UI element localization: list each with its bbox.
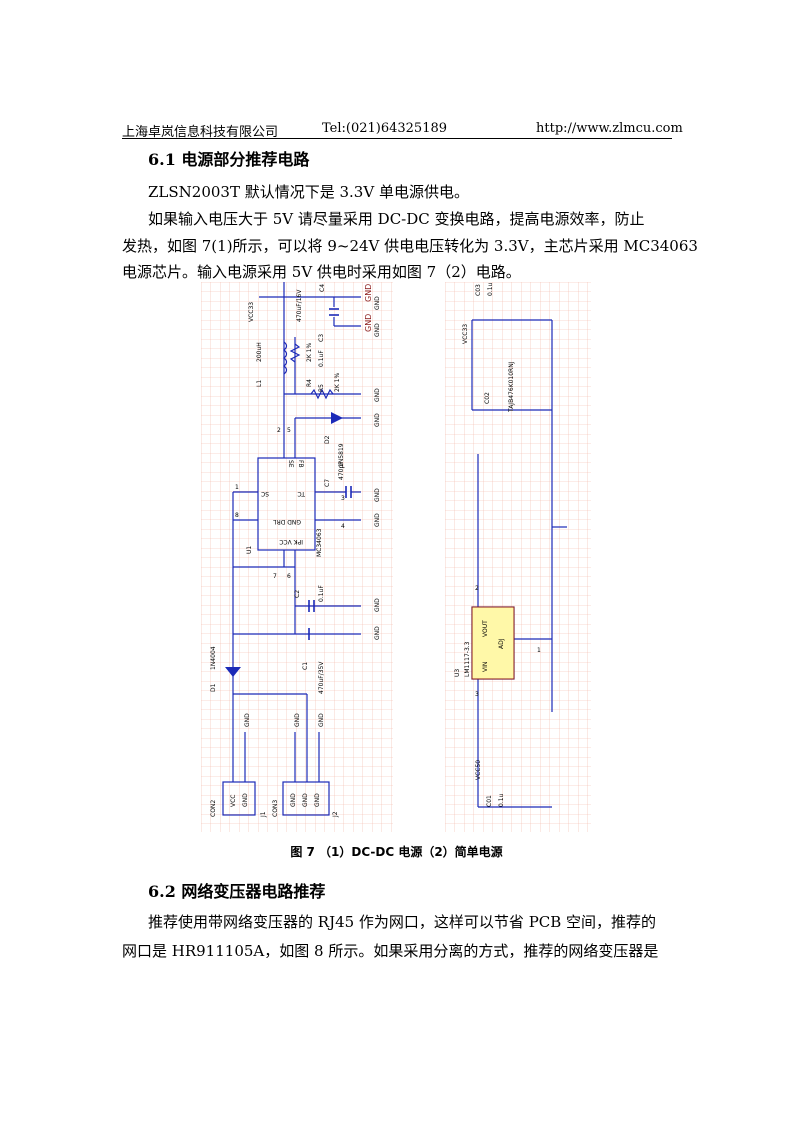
svg-text:R4: R4 xyxy=(306,379,313,387)
section-title: 6.2 网络变压器电路推荐 xyxy=(148,882,326,901)
svg-text:GND: GND xyxy=(374,323,381,337)
svg-text:VCC33: VCC33 xyxy=(462,324,469,344)
svg-text:470pF: 470pF xyxy=(338,461,345,480)
svg-text:GND: GND xyxy=(318,713,325,727)
svg-text:GND: GND xyxy=(374,296,381,310)
svg-text:VOUT: VOUT xyxy=(482,620,489,637)
svg-text:C4: C4 xyxy=(319,284,326,292)
svg-text:U1: U1 xyxy=(246,546,253,554)
svg-text:U3: U3 xyxy=(454,669,461,677)
svg-text:2K 1%: 2K 1% xyxy=(306,343,313,362)
svg-text:3: 3 xyxy=(341,495,345,502)
svg-text:J1: J1 xyxy=(260,811,267,818)
svg-text:1N4004: 1N4004 xyxy=(210,646,217,670)
schematic-dcdc: GND GND VCC33 C4 470uF/16V GND GND L1 20… xyxy=(201,282,393,832)
svg-text:C3: C3 xyxy=(318,334,325,342)
svg-text:0.1u: 0.1u xyxy=(498,793,505,807)
svg-text:C7: C7 xyxy=(324,479,331,487)
svg-text:GND: GND xyxy=(374,626,381,640)
svg-text:2: 2 xyxy=(475,585,479,592)
svg-text:C03: C03 xyxy=(475,284,482,296)
svg-text:GND: GND xyxy=(374,388,381,402)
svg-text:C1: C1 xyxy=(302,662,309,670)
paragraph-line: ZLSN2003T 默认情况下是 3.3V 单电源供电。 xyxy=(148,183,469,201)
svg-text:ADJ: ADJ xyxy=(498,638,505,649)
figure-caption: 图 7 （1）DC-DC 电源（2）简单电源 xyxy=(290,845,503,859)
svg-text:8: 8 xyxy=(235,512,239,519)
paragraph-line: 如果输入电压大于 5V 请尽量采用 DC-DC 变换电路，提高电源效率，防止 xyxy=(148,210,645,228)
header-url: http://www.zlmcu.com xyxy=(536,121,683,136)
svg-text:GND: GND xyxy=(302,793,309,807)
svg-text:GND DRL: GND DRL xyxy=(273,518,301,525)
svg-text:MC34063: MC34063 xyxy=(316,528,323,557)
svg-text:GND: GND xyxy=(374,598,381,612)
svg-text:FB: FB xyxy=(297,460,304,468)
svg-text:5: 5 xyxy=(287,427,291,434)
svg-text:C01: C01 xyxy=(486,795,493,807)
svg-text:4: 4 xyxy=(341,523,345,530)
header-company: 上海卓岚信息科技有限公司 xyxy=(122,125,279,140)
svg-text:GND: GND xyxy=(290,793,297,807)
svg-text:0.1u: 0.1u xyxy=(487,282,494,296)
svg-text:L1: L1 xyxy=(256,380,263,387)
svg-text:LM1117-3.3: LM1117-3.3 xyxy=(464,641,471,677)
svg-text:GND: GND xyxy=(374,488,381,502)
svg-text:470uF/35V: 470uF/35V xyxy=(318,661,325,694)
svg-text:CON2: CON2 xyxy=(210,800,217,817)
svg-text:D1: D1 xyxy=(210,683,217,692)
svg-text:SC: SC xyxy=(261,490,269,497)
paragraph-line: 推荐使用带网络变压器的 RJ45 作为网口，这样可以节省 PCB 空间，推荐的 xyxy=(148,913,657,931)
page-header: 上海卓岚信息科技有限公司 Tel:(021)64325189 http://ww… xyxy=(122,120,683,140)
svg-text:GND: GND xyxy=(374,413,381,427)
svg-text:VCC: VCC xyxy=(230,795,237,807)
svg-text:470uF/16V: 470uF/16V xyxy=(296,289,303,322)
paragraph-line: 网口是 HR911105A，如图 8 所示。如果采用分离的方式，推荐的网络变压器… xyxy=(122,942,659,960)
header-tel: Tel:(021)64325189 xyxy=(322,121,448,136)
svg-text:D2: D2 xyxy=(324,435,331,444)
svg-text:2K 1%: 2K 1% xyxy=(334,373,341,392)
svg-text:1: 1 xyxy=(235,484,239,491)
svg-text:1: 1 xyxy=(537,647,541,654)
svg-text:SE: SE xyxy=(287,460,294,468)
svg-text:0.1uF: 0.1uF xyxy=(318,350,325,367)
svg-text:7: 7 xyxy=(273,573,277,580)
paragraph-line: 电源芯片。输入电源采用 5V 供电时采用如图 7（2）电路。 xyxy=(122,263,521,281)
svg-text:GND: GND xyxy=(242,793,249,807)
svg-text:200uH: 200uH xyxy=(256,342,263,362)
svg-text:GND: GND xyxy=(364,314,373,332)
svg-text:GND: GND xyxy=(374,513,381,527)
svg-text:1N5819: 1N5819 xyxy=(338,443,345,467)
svg-text:C2: C2 xyxy=(294,590,301,598)
svg-text:TAJB476K010RNJ: TAJB476K010RNJ xyxy=(508,361,515,413)
svg-text:C02: C02 xyxy=(484,392,491,404)
svg-text:GND: GND xyxy=(364,284,373,302)
svg-text:TC: TC xyxy=(297,490,306,497)
svg-text:R5: R5 xyxy=(318,384,325,392)
svg-text:GND: GND xyxy=(244,713,251,727)
svg-text:6: 6 xyxy=(287,573,291,580)
svg-text:CON3: CON3 xyxy=(272,800,279,817)
svg-text:VCC50: VCC50 xyxy=(475,760,482,780)
svg-text:VCC33: VCC33 xyxy=(248,302,255,322)
svg-text:0.1uF: 0.1uF xyxy=(318,585,325,602)
svg-text:2: 2 xyxy=(277,427,281,434)
svg-text:3: 3 xyxy=(475,691,479,698)
svg-text:IPK VCC: IPK VCC xyxy=(279,538,303,545)
svg-text:GND: GND xyxy=(294,713,301,727)
svg-text:J2: J2 xyxy=(332,811,339,818)
svg-text:VIN: VIN xyxy=(482,662,489,672)
section-title: 6.1 电源部分推荐电路 xyxy=(148,150,310,169)
paragraph-line: 发热，如图 7(1)所示，可以将 9~24V 供电电压转化为 3.3V，主芯片采… xyxy=(122,237,698,255)
schematic-ldo: C03 0.1u VCC33 C02 TAJB476K010RNJ U3 LM1… xyxy=(445,282,591,832)
svg-text:GND: GND xyxy=(314,793,321,807)
